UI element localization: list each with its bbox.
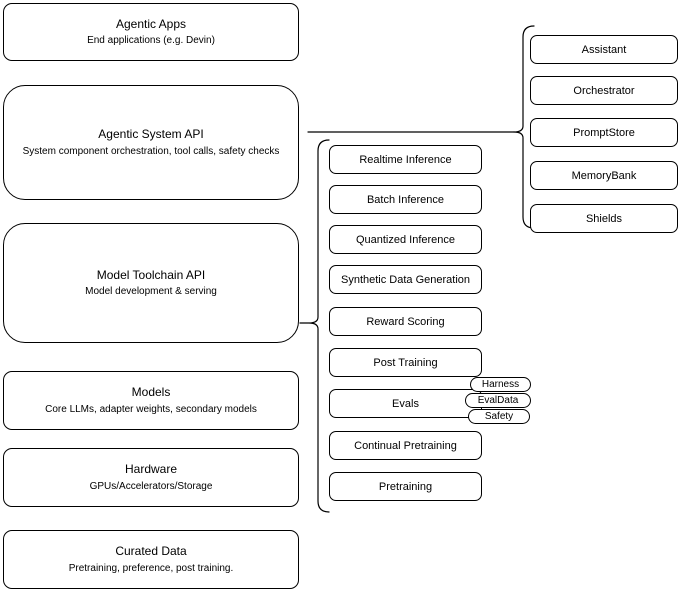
node-model-toolchain-api: Model Toolchain API Model development & …: [3, 223, 299, 343]
node-realtime-inference: Realtime Inference: [329, 145, 482, 174]
node-title: Agentic System API: [98, 127, 204, 142]
node-curated-data: Curated Data Pretraining, preference, po…: [3, 530, 299, 589]
node-label: Batch Inference: [366, 193, 445, 206]
node-title: Model Toolchain API: [96, 267, 206, 282]
tag-label: Harness: [481, 379, 520, 390]
node-post-training: Post Training: [329, 348, 482, 377]
node-label: Shields: [585, 212, 623, 225]
node-subtitle: GPUs/Accelerators/Storage: [89, 480, 213, 492]
node-subtitle: System component orchestration, tool cal…: [22, 145, 280, 157]
node-subtitle: End applications (e.g. Devin): [87, 35, 215, 47]
node-hardware: Hardware GPUs/Accelerators/Storage: [3, 448, 299, 507]
node-subtitle: Core LLMs, adapter weights, secondary mo…: [45, 403, 257, 415]
node-label: Synthetic Data Generation: [340, 273, 471, 286]
tag-label: Safety: [484, 411, 514, 422]
node-orchestrator: Orchestrator: [530, 76, 678, 105]
node-label: Assistant: [581, 43, 627, 56]
node-label: Orchestrator: [573, 84, 635, 97]
node-shields: Shields: [530, 204, 678, 233]
node-label: Post Training: [373, 356, 438, 369]
node-title: Models: [131, 385, 171, 400]
node-memorybank: MemoryBank: [530, 161, 678, 190]
toolchain-brace: [299, 139, 330, 513]
node-agentic-system-api: Agentic System API System component orch…: [3, 85, 299, 200]
node-batch-inference: Batch Inference: [329, 185, 482, 214]
node-label: Reward Scoring: [366, 315, 445, 328]
tag-safety: Safety: [468, 409, 530, 424]
node-pretraining: Pretraining: [329, 472, 482, 501]
node-agentic-apps: Agentic Apps End applications (e.g. Devi…: [3, 3, 299, 61]
node-evals: Evals: [329, 389, 482, 418]
node-title: Curated Data: [115, 544, 187, 559]
tag-harness: Harness: [470, 377, 531, 392]
node-label: PromptStore: [573, 126, 635, 139]
node-continual-pretraining: Continual Pretraining: [329, 431, 482, 460]
node-label: Realtime Inference: [359, 153, 452, 166]
node-label: Evals: [392, 397, 419, 410]
node-subtitle: Pretraining, preference, post training.: [68, 562, 234, 574]
node-subtitle: Model development & serving: [85, 286, 217, 298]
node-synthetic-data-generation: Synthetic Data Generation: [329, 265, 482, 294]
node-label: MemoryBank: [571, 169, 637, 182]
node-models: Models Core LLMs, adapter weights, secon…: [3, 371, 299, 430]
node-reward-scoring: Reward Scoring: [329, 307, 482, 336]
node-assistant: Assistant: [530, 35, 678, 64]
node-quantized-inference: Quantized Inference: [329, 225, 482, 254]
node-label: Pretraining: [378, 480, 433, 493]
tag-label: EvalData: [477, 395, 519, 406]
node-promptstore: PromptStore: [530, 118, 678, 147]
node-label: Quantized Inference: [355, 233, 456, 246]
node-label: Continual Pretraining: [354, 439, 457, 452]
node-title: Agentic Apps: [115, 16, 187, 31]
node-title: Hardware: [124, 462, 178, 477]
tag-evaldata: EvalData: [465, 393, 531, 408]
